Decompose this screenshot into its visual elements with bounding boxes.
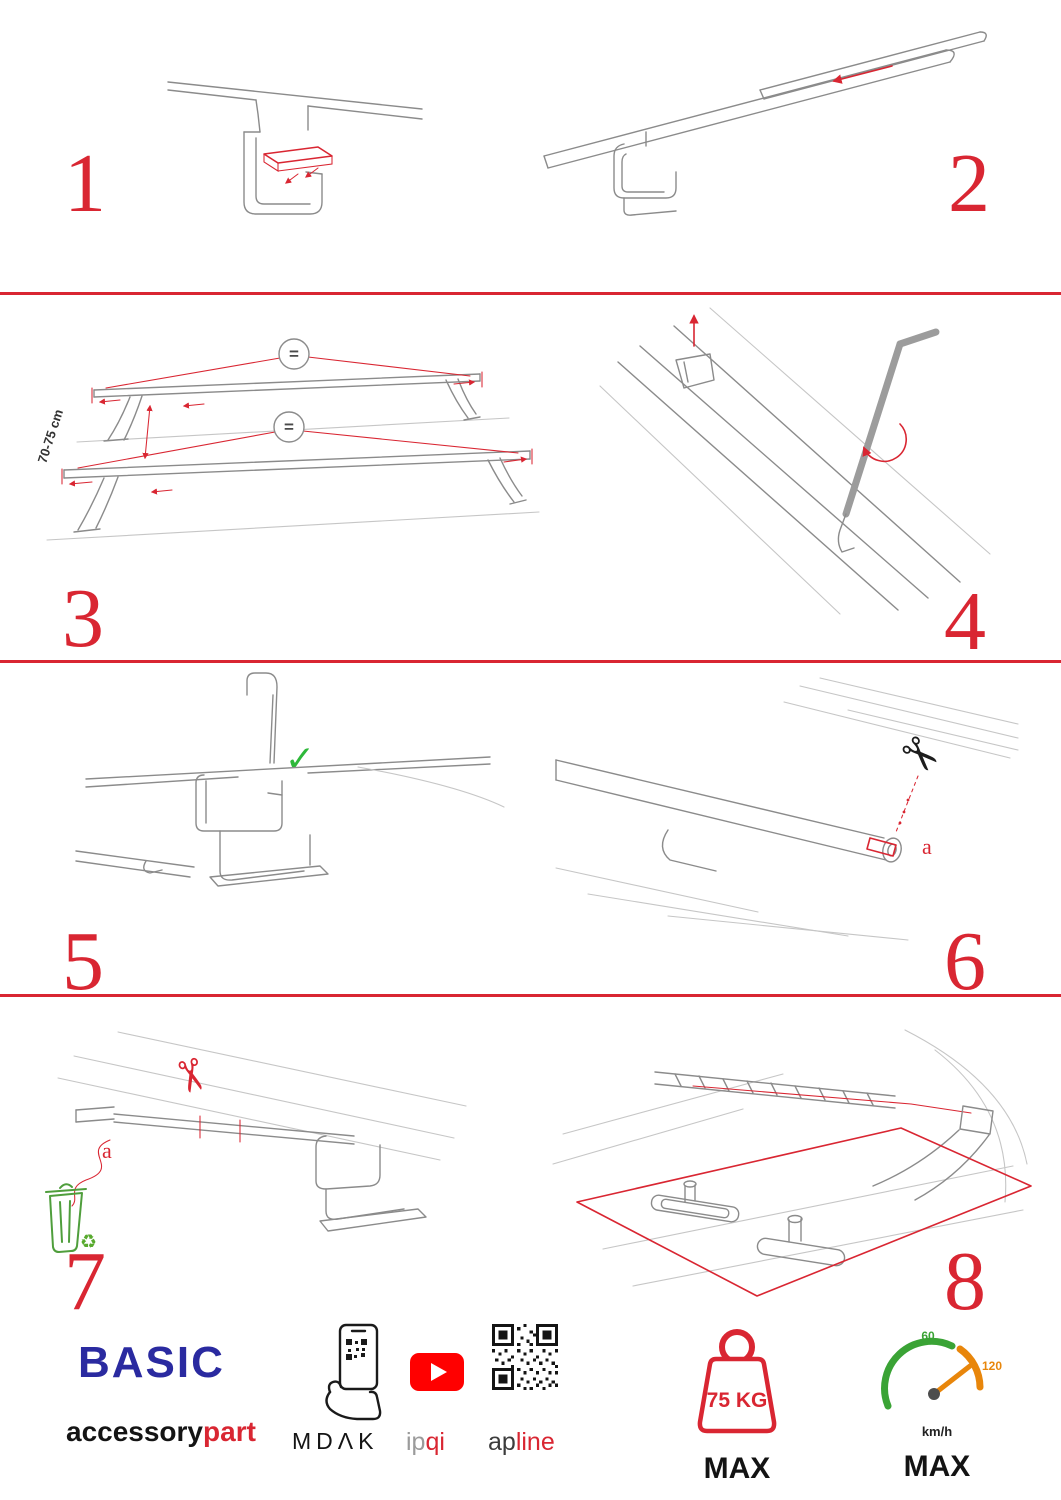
step-8-number: 8 xyxy=(944,1235,986,1328)
logo-apline-black: ap xyxy=(488,1428,516,1456)
scissors-icon-red: ✂ xyxy=(161,1052,220,1101)
step-4-illustration xyxy=(599,307,991,615)
logo-ipqi-gray: ip xyxy=(406,1428,426,1456)
max-load-value: 75 KG xyxy=(707,1389,768,1412)
youtube-icon xyxy=(410,1353,464,1391)
bar-and-clamp-sketch xyxy=(75,1106,427,1232)
step-6-illustration: ✂ a xyxy=(555,677,1019,941)
slide-direction-arrow xyxy=(832,65,893,84)
roof-edge-line xyxy=(357,766,505,808)
step-6-number: 6 xyxy=(944,915,986,1008)
speed-120-label: 120 xyxy=(982,1359,1002,1373)
max-load-icon: 75 KG xyxy=(697,1329,777,1434)
step-5-number: 5 xyxy=(62,915,104,1008)
clamp-sketch xyxy=(675,353,715,389)
discard-strip-label: a xyxy=(102,1138,112,1163)
end-clamp-sketch xyxy=(872,1105,994,1201)
step-7-number: 7 xyxy=(64,1235,106,1328)
brand-wordmark: accessorypart xyxy=(66,1416,256,1448)
bar-sketch xyxy=(654,1071,896,1109)
check-icon: ✓ xyxy=(285,739,315,780)
step-1-illustration xyxy=(167,81,423,215)
roof-slats xyxy=(555,677,1019,941)
step-5-illustration: ✓ xyxy=(75,672,505,887)
step-3-number: 3 xyxy=(62,572,104,665)
step-2-illustration xyxy=(543,31,987,216)
crossbar-end-sketch xyxy=(555,759,902,872)
roof-frame-lines xyxy=(599,307,991,615)
roof-curves xyxy=(552,1029,1028,1287)
hook-rod-sketch xyxy=(246,672,278,764)
brand-logo-basic: BASIC xyxy=(78,1338,225,1387)
allen-key-sketch xyxy=(837,328,940,553)
roof-and-clamp-sketch xyxy=(75,756,491,887)
dimension-arrows xyxy=(61,371,533,495)
speed-unit-label: km/h xyxy=(921,1424,953,1439)
speedometer-icon: 60 120 xyxy=(881,1329,1002,1410)
trash-bin-icon xyxy=(45,1183,87,1253)
roof-rail-sketch xyxy=(167,81,423,215)
bar-distance-label: 70-75 cm xyxy=(35,407,66,465)
panel-outline-highlight xyxy=(576,1127,1032,1297)
step-8-illustration xyxy=(552,1029,1032,1297)
rubber-pad-highlight xyxy=(263,146,333,184)
step-4-number: 4 xyxy=(944,575,986,668)
step-3-illustration: = = 70-75 cm xyxy=(35,338,540,541)
section-divider-1 xyxy=(0,292,1061,295)
scan-phone-icon xyxy=(325,1323,382,1421)
equal-sign-bottom: = xyxy=(284,418,294,437)
crossbar-sketch xyxy=(543,31,987,216)
door-frame-sketch xyxy=(617,325,961,611)
logo-apline: apline xyxy=(488,1428,555,1457)
logo-ipqi: ipqi xyxy=(406,1428,445,1457)
qr-code-icon xyxy=(492,1324,558,1390)
discard-path-squiggle xyxy=(71,1139,111,1207)
crossbars-sketch xyxy=(63,373,531,533)
equal-badges: = = xyxy=(273,338,310,443)
speed-max-label: MAX xyxy=(903,1450,971,1483)
section-divider-2 xyxy=(0,660,1061,663)
recycle-icon: ♻ xyxy=(80,1231,97,1253)
equal-distance-leaders xyxy=(77,356,519,469)
step-7-illustration: ✂ a ♻ xyxy=(45,1031,467,1253)
cut-strip-highlight xyxy=(866,775,919,857)
step-1-number: 1 xyxy=(64,137,106,230)
cut-strip-label: a xyxy=(922,834,932,859)
logo-apline-red: line xyxy=(515,1428,555,1456)
logo-mdak: MDΛK xyxy=(292,1428,379,1454)
logo-ipqi-red: qi xyxy=(425,1428,445,1456)
wordmark-part: part xyxy=(203,1416,256,1447)
roof-lines xyxy=(57,1031,467,1161)
step-2-number: 2 xyxy=(948,137,990,230)
section-divider-3 xyxy=(0,994,1061,997)
max-load-label: MAX xyxy=(703,1452,771,1485)
wordmark-accessory: accessory xyxy=(66,1416,204,1447)
equal-sign-top: = xyxy=(289,345,299,364)
phone-qr-screen xyxy=(346,1339,367,1360)
rotate-arrow xyxy=(862,423,907,463)
adapter-plates-sketch xyxy=(650,1180,846,1267)
cut-marks xyxy=(199,1115,241,1143)
strip-leader-line xyxy=(692,1085,972,1114)
speed-60-label: 60 xyxy=(921,1329,935,1343)
